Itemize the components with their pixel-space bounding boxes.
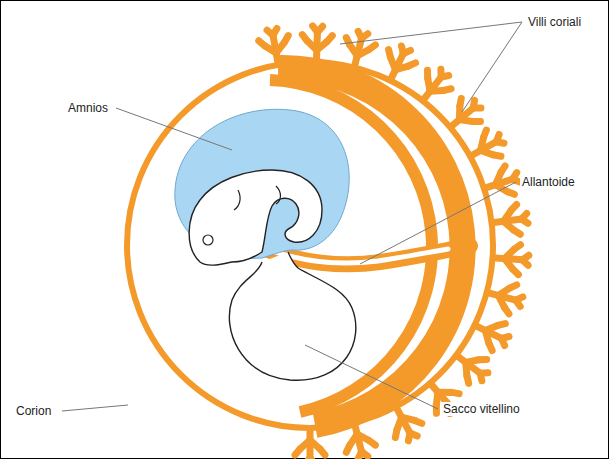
part-label: Allantoide xyxy=(520,175,577,189)
embryo-limb xyxy=(234,190,240,210)
part-label: Villi coriali xyxy=(526,15,583,29)
part-label: Amnios xyxy=(66,101,110,115)
part-label: Corion xyxy=(14,404,53,418)
yolk-sac xyxy=(229,252,355,380)
part-label: Sacco vitellino xyxy=(441,402,522,416)
embryo-eye xyxy=(203,235,213,245)
leader-lines xyxy=(62,22,522,411)
allantois-lumen xyxy=(272,249,448,263)
chorion-ring xyxy=(127,62,493,428)
embryo-limb xyxy=(276,186,281,204)
embryo xyxy=(189,170,322,265)
